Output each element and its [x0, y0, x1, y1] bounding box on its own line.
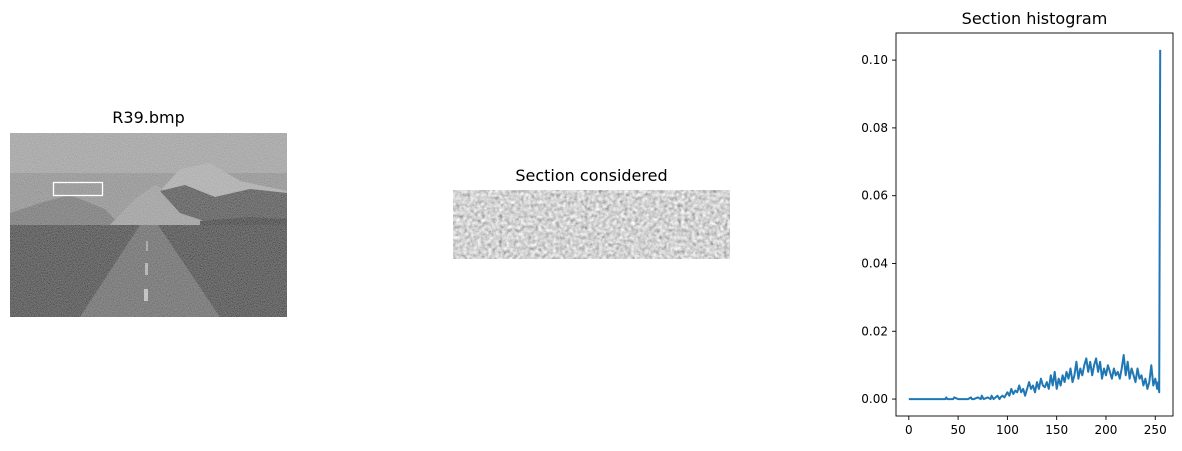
section-image [453, 190, 730, 259]
x-tick-label: 0 [905, 423, 913, 437]
road-image [10, 133, 287, 317]
plot-frame [895, 32, 1174, 417]
histogram-series-line [908, 49, 1162, 401]
y-tick-label: 0.00 [861, 392, 888, 406]
image-title: R39.bmp [112, 108, 185, 127]
selection-rectangle [52, 181, 104, 197]
section-image-svg [453, 190, 730, 259]
histogram-axes: 0 50 100 150 200 250 0.00 0.02 0.04 0.06 0.08 0.10 [861, 32, 1174, 437]
chart-title: Section histogram [961, 9, 1108, 28]
x-tick-label: 100 [996, 423, 1019, 437]
section-title: Section considered [515, 166, 668, 185]
road-image-svg [10, 133, 287, 317]
y-tick-label: 0.04 [861, 256, 888, 270]
x-tick-label: 250 [1144, 423, 1167, 437]
y-tick-label: 0.08 [861, 121, 888, 135]
y-tick-label: 0.06 [861, 189, 888, 203]
x-tick-label: 150 [1045, 423, 1068, 437]
y-tick-label: 0.10 [861, 53, 888, 67]
x-tick-label: 200 [1095, 423, 1118, 437]
y-tick-label: 0.02 [861, 324, 888, 338]
x-tick-label: 50 [950, 423, 965, 437]
